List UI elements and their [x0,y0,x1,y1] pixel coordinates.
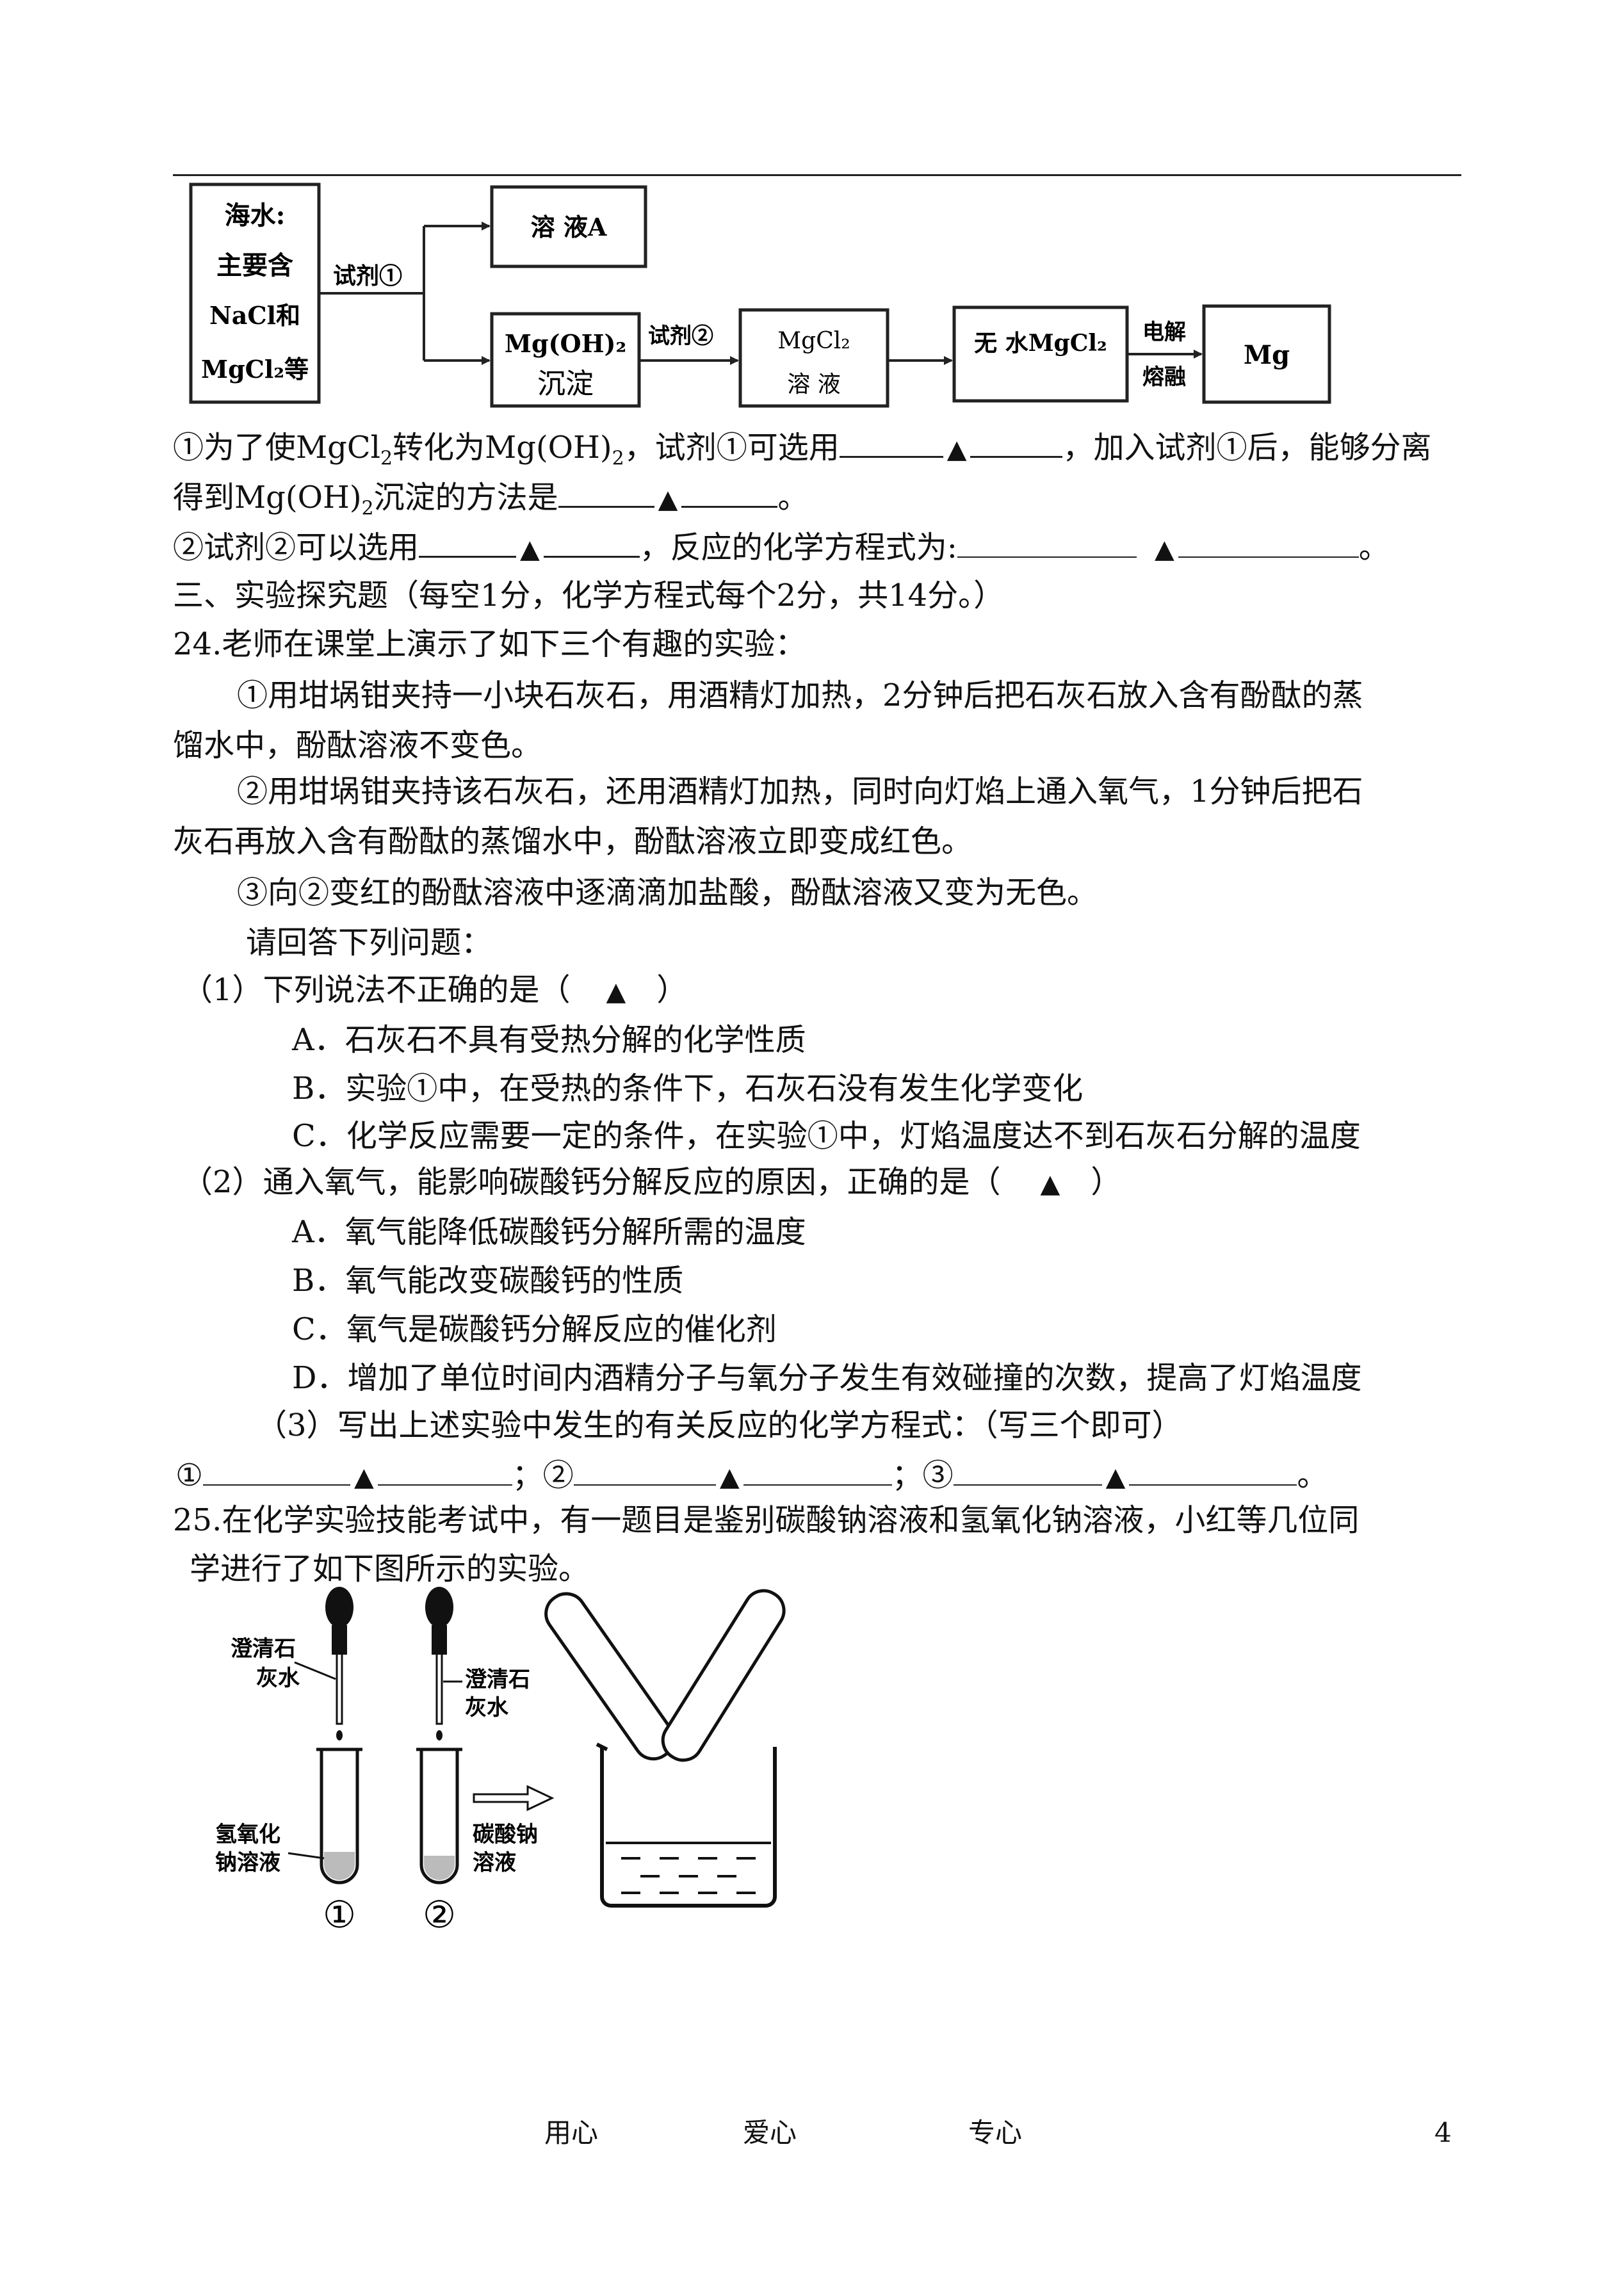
q24-exp2-line2: 灰石再放入含有酚酞的蒸馏水中，酚酞溶液立即变成红色。 [173,823,973,859]
q24-q3-blanks: ①▲；②▲；③▲。 [175,1456,1328,1493]
answer-marker: ▲ [354,1463,374,1492]
mgoh2-label: Mg(OH)₂ [505,329,626,358]
answer-marker: ▲ [719,1463,740,1492]
q23-part1-line2: 得到Mg(OH)2沉淀的方法是▲。 [173,478,808,528]
mgcl2-solution-box [738,308,889,408]
limewater-label-1b: 灰水 [256,1666,300,1691]
q24-exp2-line1: ②用坩埚钳夹持该石灰石，还用酒精灯加热，同时向灯焰上通入氧气，1分钟后把石 [237,774,1363,809]
page-number: 4 [1434,2117,1452,2148]
dropper-2 [425,1587,453,1740]
seawater-process-flowchart: 海水: 主要含 NaCl和 MgCl₂等 试剂① 溶 液A Mg(OH)₂ 沉淀… [189,182,1331,408]
footer-text-2: 爱心 [743,2117,797,2148]
beaker [596,1742,777,1908]
q24-exp1-line2: 馏水中，酚酞溶液不变色。 [173,727,542,763]
reagent1-label: 试剂① [333,263,402,289]
footer-text-1: 用心 [544,2117,599,2148]
solution-a-box [490,185,647,268]
q25-line2: 学进行了如下图所示的实验。 [190,1551,590,1587]
solution-a-label: 溶 液A [531,213,607,241]
footer-text-3: 专心 [968,2117,1023,2148]
dropper-1 [325,1587,353,1740]
answer-blank[interactable] [573,1456,716,1486]
mgcl2-label: MgCl₂ [777,328,850,354]
q24-exp1-line1: ①用坩埚钳夹持一小块石灰石，用酒精灯加热，2分钟后把石灰石放入含有酚酞的蒸 [237,677,1363,713]
pouring-tube-left [544,1592,676,1761]
anhydrous-mgcl2-label: 无 水MgCl₂ [974,330,1107,357]
seawater-line-2: 主要含 [216,250,293,280]
seawater-line-3: NaCl和 [209,301,300,330]
mg-label: Mg [1244,340,1290,370]
label-leader [294,1661,336,1680]
answer-blank[interactable] [743,1456,892,1486]
header-rule [173,174,1461,176]
q23-part2: ②试剂②可以选用▲，反应的化学方程式为:▲。 [173,528,1390,569]
answer-blank[interactable] [970,428,1063,458]
electrolysis-label: 电解 [1142,320,1186,345]
limewater-label-2: 澄清石 [465,1667,530,1692]
tube-number-2: ② [423,1893,456,1936]
answer-blank[interactable] [419,528,517,558]
answer-blank[interactable] [681,478,778,508]
q24-question-3: （3）写出上述实验中发生的有关反应的化学方程式：（写三个即可） [256,1407,1183,1443]
na2co3-label: 碳酸钠 [473,1822,538,1847]
q25-line1: 25.在化学实验技能考试中，有一题目是鉴别碳酸钠溶液和氢氧化钠溶液，小红等几位同 [173,1502,1360,1538]
precipitate-label: 沉淀 [537,368,594,400]
test-tube-1 [316,1748,362,1885]
section-3-heading: 三、实验探究题（每空1分，化学方程式每个2分，共14分。） [173,578,1005,613]
arrow-right-icon [473,1785,555,1812]
q24-q2-option-a[interactable]: A．氧气能降低碳酸钙分解所需的温度 [292,1214,806,1250]
q24-q1-option-b[interactable]: B．实验①中，在受热的条件下，石灰石没有发生化学变化 [292,1071,1084,1107]
naoh-label-b: 钠溶液 [215,1850,280,1876]
q24-prompt: 请回答下列问题： [246,925,492,961]
answer-marker: ▲ [1154,535,1174,564]
limewater-label-1: 澄清石 [231,1636,296,1662]
q25-experiment-figure: 澄清石 灰水 氢氧化 钠溶液 ① 澄清石 灰水 碳酸钠 溶液 ② [215,1587,786,1936]
limewater-label-2b: 灰水 [465,1695,509,1721]
q24-stem: 24.老师在课堂上演示了如下三个有趣的实验： [173,626,806,662]
q24-q2-option-d[interactable]: D．增加了单位时间内酒精分子与氧分子发生有效碰撞的次数，提高了灯焰温度 [292,1360,1362,1396]
test-tube-2 [416,1748,462,1885]
q23-part1-line1: ①为了使MgCl2转化为Mg(OH)2，试剂①可选用▲，加入试剂①后，能够分离 [173,428,1432,478]
seawater-line-1: 海水: [225,200,286,231]
answer-blank[interactable] [839,428,943,458]
q24-q2-option-c[interactable]: C．氧气是碳酸钙分解反应的催化剂 [292,1311,777,1347]
answer-blank[interactable] [203,1456,351,1486]
answer-blank[interactable] [558,478,654,508]
answer-blank[interactable] [1178,528,1359,558]
answer-blank[interactable] [1129,1456,1297,1486]
answer-marker: ▲ [658,485,678,514]
answer-blank[interactable] [377,1456,512,1486]
answer-blank[interactable] [543,528,640,558]
solution-label: 溶 液 [787,371,840,398]
answer-blank[interactable] [953,1456,1102,1486]
answer-marker: ▲ [520,535,540,564]
q24-q1-option-c[interactable]: C．化学反应需要一定的条件，在实验①中，灯焰温度达不到石灰石分解的温度 [292,1118,1361,1154]
answer-marker: ▲ [946,435,967,464]
q24-q1-option-a[interactable]: A．石灰石不具有受热分解的化学性质 [292,1022,806,1058]
na2co3-label-b: 溶液 [473,1850,516,1876]
naoh-label: 氢氧化 [215,1822,280,1847]
tube-number-1: ① [323,1893,356,1936]
answer-blank[interactable] [957,528,1137,558]
q24-q2-option-b[interactable]: B．氧气能改变碳酸钙的性质 [292,1263,684,1299]
pouring-tube-right [661,1589,786,1762]
mg-box [1202,304,1331,404]
molten-label: 熔融 [1142,364,1186,390]
seawater-line-4: MgCl₂等 [201,355,309,384]
reagent2-label: 试剂② [648,323,713,349]
q24-exp3: ③向②变红的酚酞溶液中逐滴滴加盐酸，酚酞溶液又变为无色。 [237,875,1098,911]
q24-question-2: （2）通入氧气，能影响碳酸钙分解反应的原因，正确的是（▲） [182,1164,1122,1200]
q24-question-1: （1）下列说法不正确的是（▲） [182,972,688,1008]
answer-marker: ▲ [1040,1169,1060,1199]
label-leader [288,1852,325,1860]
answer-marker: ▲ [1105,1463,1126,1492]
answer-marker: ▲ [606,977,626,1007]
